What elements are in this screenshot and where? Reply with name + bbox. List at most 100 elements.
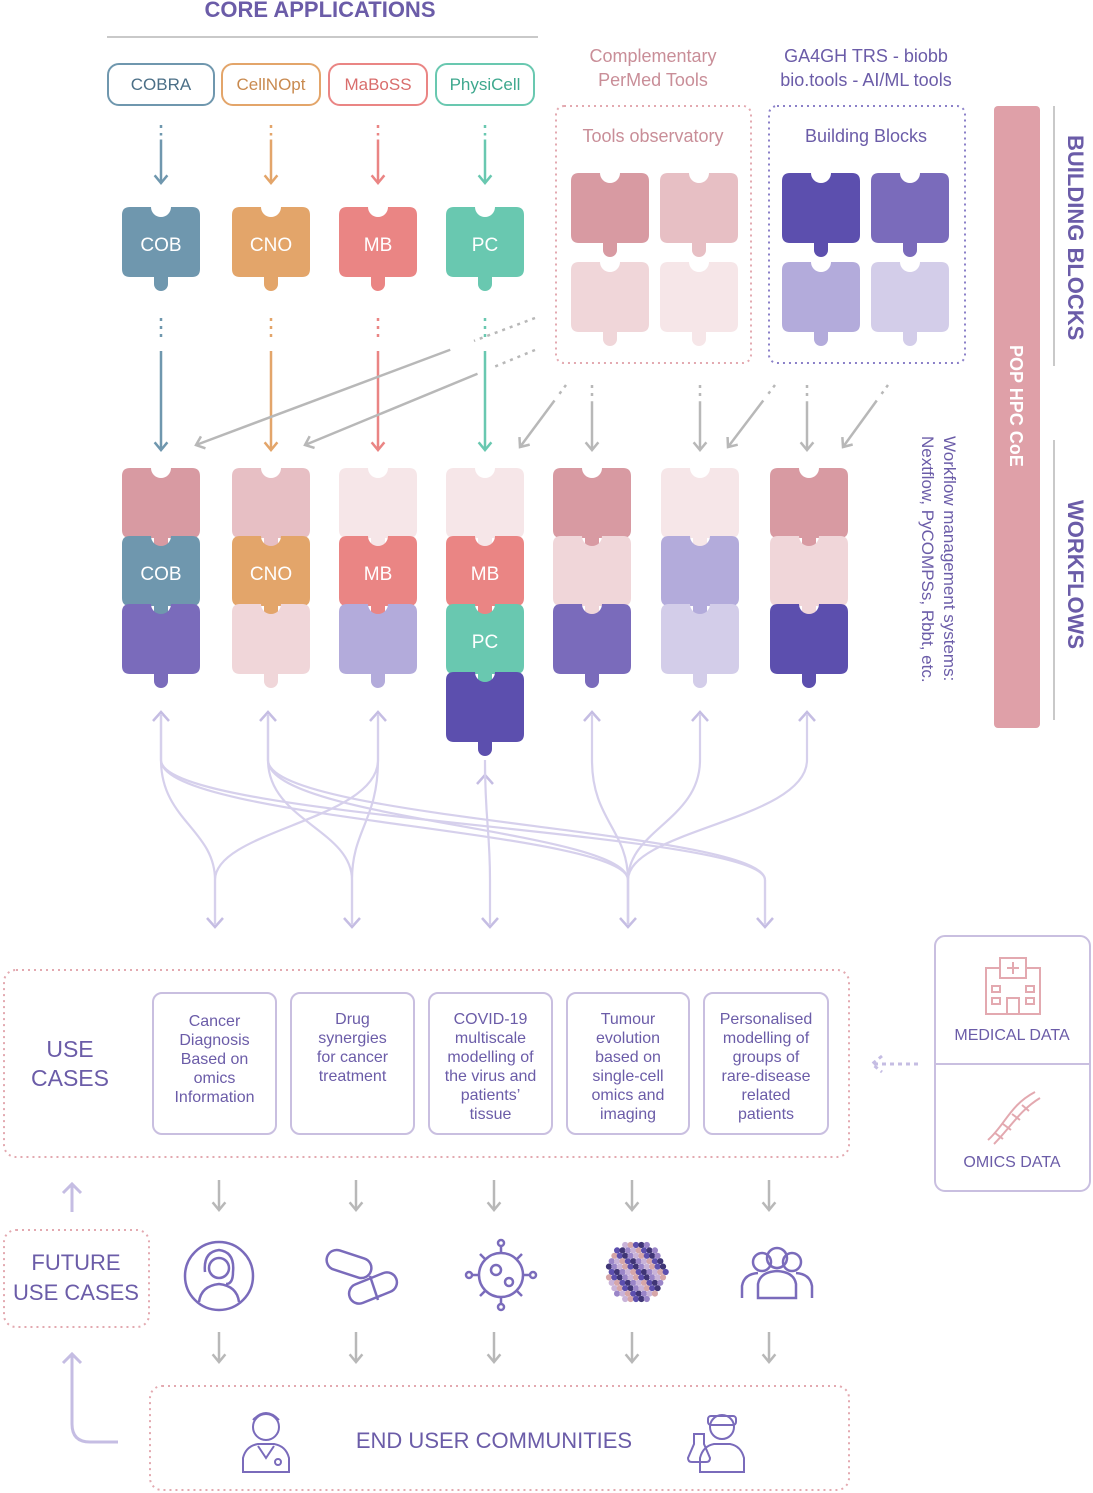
cellnopt-app-button[interactable]: CellNOpt — [221, 63, 321, 106]
workflow-6-piece-3 — [661, 604, 739, 688]
tumour-cell — [649, 1252, 656, 1259]
tumour-cell — [611, 1252, 618, 1259]
app-piece-cno-label: CNO — [250, 235, 292, 256]
workflow-up-arrowhead-7 — [798, 710, 816, 722]
tumour-cell — [651, 1290, 659, 1297]
patient-group-icon — [740, 1246, 814, 1300]
workflow-4-piece-3: PC — [446, 604, 524, 688]
tumour-cell — [649, 1274, 656, 1281]
workflow-up-arrowhead-1 — [152, 710, 170, 722]
page-title: CORE APPLICATIONS — [204, 0, 435, 22]
tumour-cell — [630, 1258, 637, 1265]
workflow-up-arrowhead-6 — [691, 710, 709, 722]
uc4-line: based on — [595, 1049, 661, 1066]
workflow-4-piece-2-label: MB — [471, 564, 500, 585]
tools-to-cob-arrow — [194, 316, 536, 450]
tumour-cell — [651, 1258, 659, 1265]
usecase-to-icon-arrow-2 — [348, 1180, 364, 1212]
uc3-line: patients’ — [460, 1087, 521, 1104]
tumour-cell — [632, 1252, 640, 1259]
app-piece-cob-label: COB — [140, 235, 181, 256]
workflow-usecase-link-2 — [159, 714, 630, 925]
tumour-cell — [605, 1263, 613, 1270]
uc2-line: synergies — [318, 1030, 387, 1047]
usecase-to-icon-arrow-5 — [761, 1180, 777, 1212]
pop-hpc-coe-label: POP HPC CoE — [1006, 345, 1026, 467]
tumour-cell — [622, 1241, 629, 1249]
uc1-line: omics — [193, 1070, 236, 1087]
use-case-tumour-evolution[interactable]: Tumour evolution based on single-cell om… — [566, 992, 690, 1135]
workflow-usecase-link-3 — [159, 714, 767, 925]
tumour-cell — [619, 1247, 626, 1254]
tumour-cell — [641, 1279, 648, 1286]
tumour-cell — [614, 1247, 621, 1254]
tumour-cell — [643, 1252, 650, 1259]
uc5-line: Personalised — [719, 1011, 813, 1028]
workflow-4-piece-3-label: PC — [472, 632, 498, 653]
tumour-cell — [646, 1290, 653, 1297]
tumour-cell — [643, 1285, 650, 1292]
complementary-line2: PerMed Tools — [598, 70, 708, 90]
tumour-cell — [627, 1252, 634, 1259]
workflow-3-piece-3 — [339, 604, 417, 688]
use-case-personalised-modelling[interactable]: Personalised modelling of groups of rare… — [703, 992, 829, 1135]
tumour-cell — [654, 1274, 661, 1281]
workflow-usecase-link-1 — [159, 714, 217, 925]
tumour-cell — [616, 1252, 623, 1259]
tumour-cell — [632, 1263, 640, 1270]
tumour-cell — [622, 1295, 629, 1303]
tumour-cell — [614, 1258, 621, 1265]
omics-data-label: OMICS DATA — [963, 1154, 1061, 1171]
tumour-cell — [635, 1258, 642, 1265]
cobra-app-button[interactable]: COBRA — [107, 63, 215, 106]
usecase-down-arrowhead-4 — [619, 917, 637, 929]
workflows-side-label: WORKFLOWS — [1063, 500, 1088, 649]
tumour-cell — [622, 1263, 629, 1270]
tumour-cell — [657, 1268, 664, 1276]
bb-piece-3 — [782, 262, 860, 346]
workflow-usecase-link-12 — [626, 714, 809, 925]
workflow-5-piece-2 — [553, 536, 631, 620]
uc2-line: for cancer — [316, 1049, 389, 1066]
pop-hpc-coe-bar — [994, 106, 1040, 728]
physicell-app-button[interactable]: PhysiCell — [435, 63, 535, 106]
app-piece-cob: COB — [122, 207, 200, 291]
tools-piece-3 — [571, 262, 649, 346]
tumour-cell — [608, 1258, 615, 1265]
uc5-line: rare-disease — [721, 1068, 811, 1085]
tumour-cell — [649, 1285, 656, 1292]
tumour-cell — [630, 1268, 637, 1276]
use-case-covid19[interactable]: COVID-19 multiscale modelling of the vir… — [428, 992, 553, 1135]
tumour-cell — [646, 1258, 653, 1265]
usecase-down-arrowhead-3 — [481, 917, 499, 929]
wms-line2: Nextflow, PyCOMPSs, Rbbt, etc. — [918, 436, 937, 683]
piece-to-workflow-arrow-4 — [477, 318, 493, 452]
end-user-communities-box — [149, 1385, 850, 1491]
tumour-cell — [614, 1268, 621, 1276]
usecase-to-icon-arrow-4 — [624, 1180, 640, 1212]
dna-icon — [987, 1091, 1041, 1145]
maboss-app-button[interactable]: MaBoSS — [328, 63, 428, 106]
workflow-6-piece-1 — [661, 468, 739, 552]
piece-to-workflow-arrow-2 — [263, 318, 279, 452]
workflow-3-piece-2: MB — [339, 536, 417, 620]
tumour-cell — [627, 1241, 634, 1249]
use-case-cancer-diagnosis[interactable]: Cancer Diagnosis Based on omics Informat… — [152, 992, 277, 1135]
uc4-line: imaging — [599, 1106, 656, 1123]
workflow-2-piece-1 — [232, 468, 310, 552]
workflow-usecase-link-11 — [626, 714, 702, 925]
workflow-5-piece-3 — [553, 604, 631, 688]
arrows-layer — [153, 125, 890, 1364]
workflow-usecase-link-7 — [213, 714, 380, 925]
workflow-4-piece-4 — [446, 672, 524, 756]
uc1-line: Based on — [180, 1051, 249, 1068]
uc5-line: modelling of — [722, 1030, 810, 1047]
workflow-7-piece-3 — [770, 604, 848, 688]
use-case-drug-synergies[interactable]: Drug synergies for cancer treatment — [290, 992, 415, 1135]
icon-to-endusers-arrow-5 — [761, 1332, 777, 1364]
tumour-cell — [611, 1263, 618, 1270]
bb-piece-1 — [782, 173, 860, 257]
tumour-cell — [632, 1274, 640, 1281]
tumour-cell — [616, 1263, 623, 1270]
tumour-cell — [627, 1285, 634, 1292]
